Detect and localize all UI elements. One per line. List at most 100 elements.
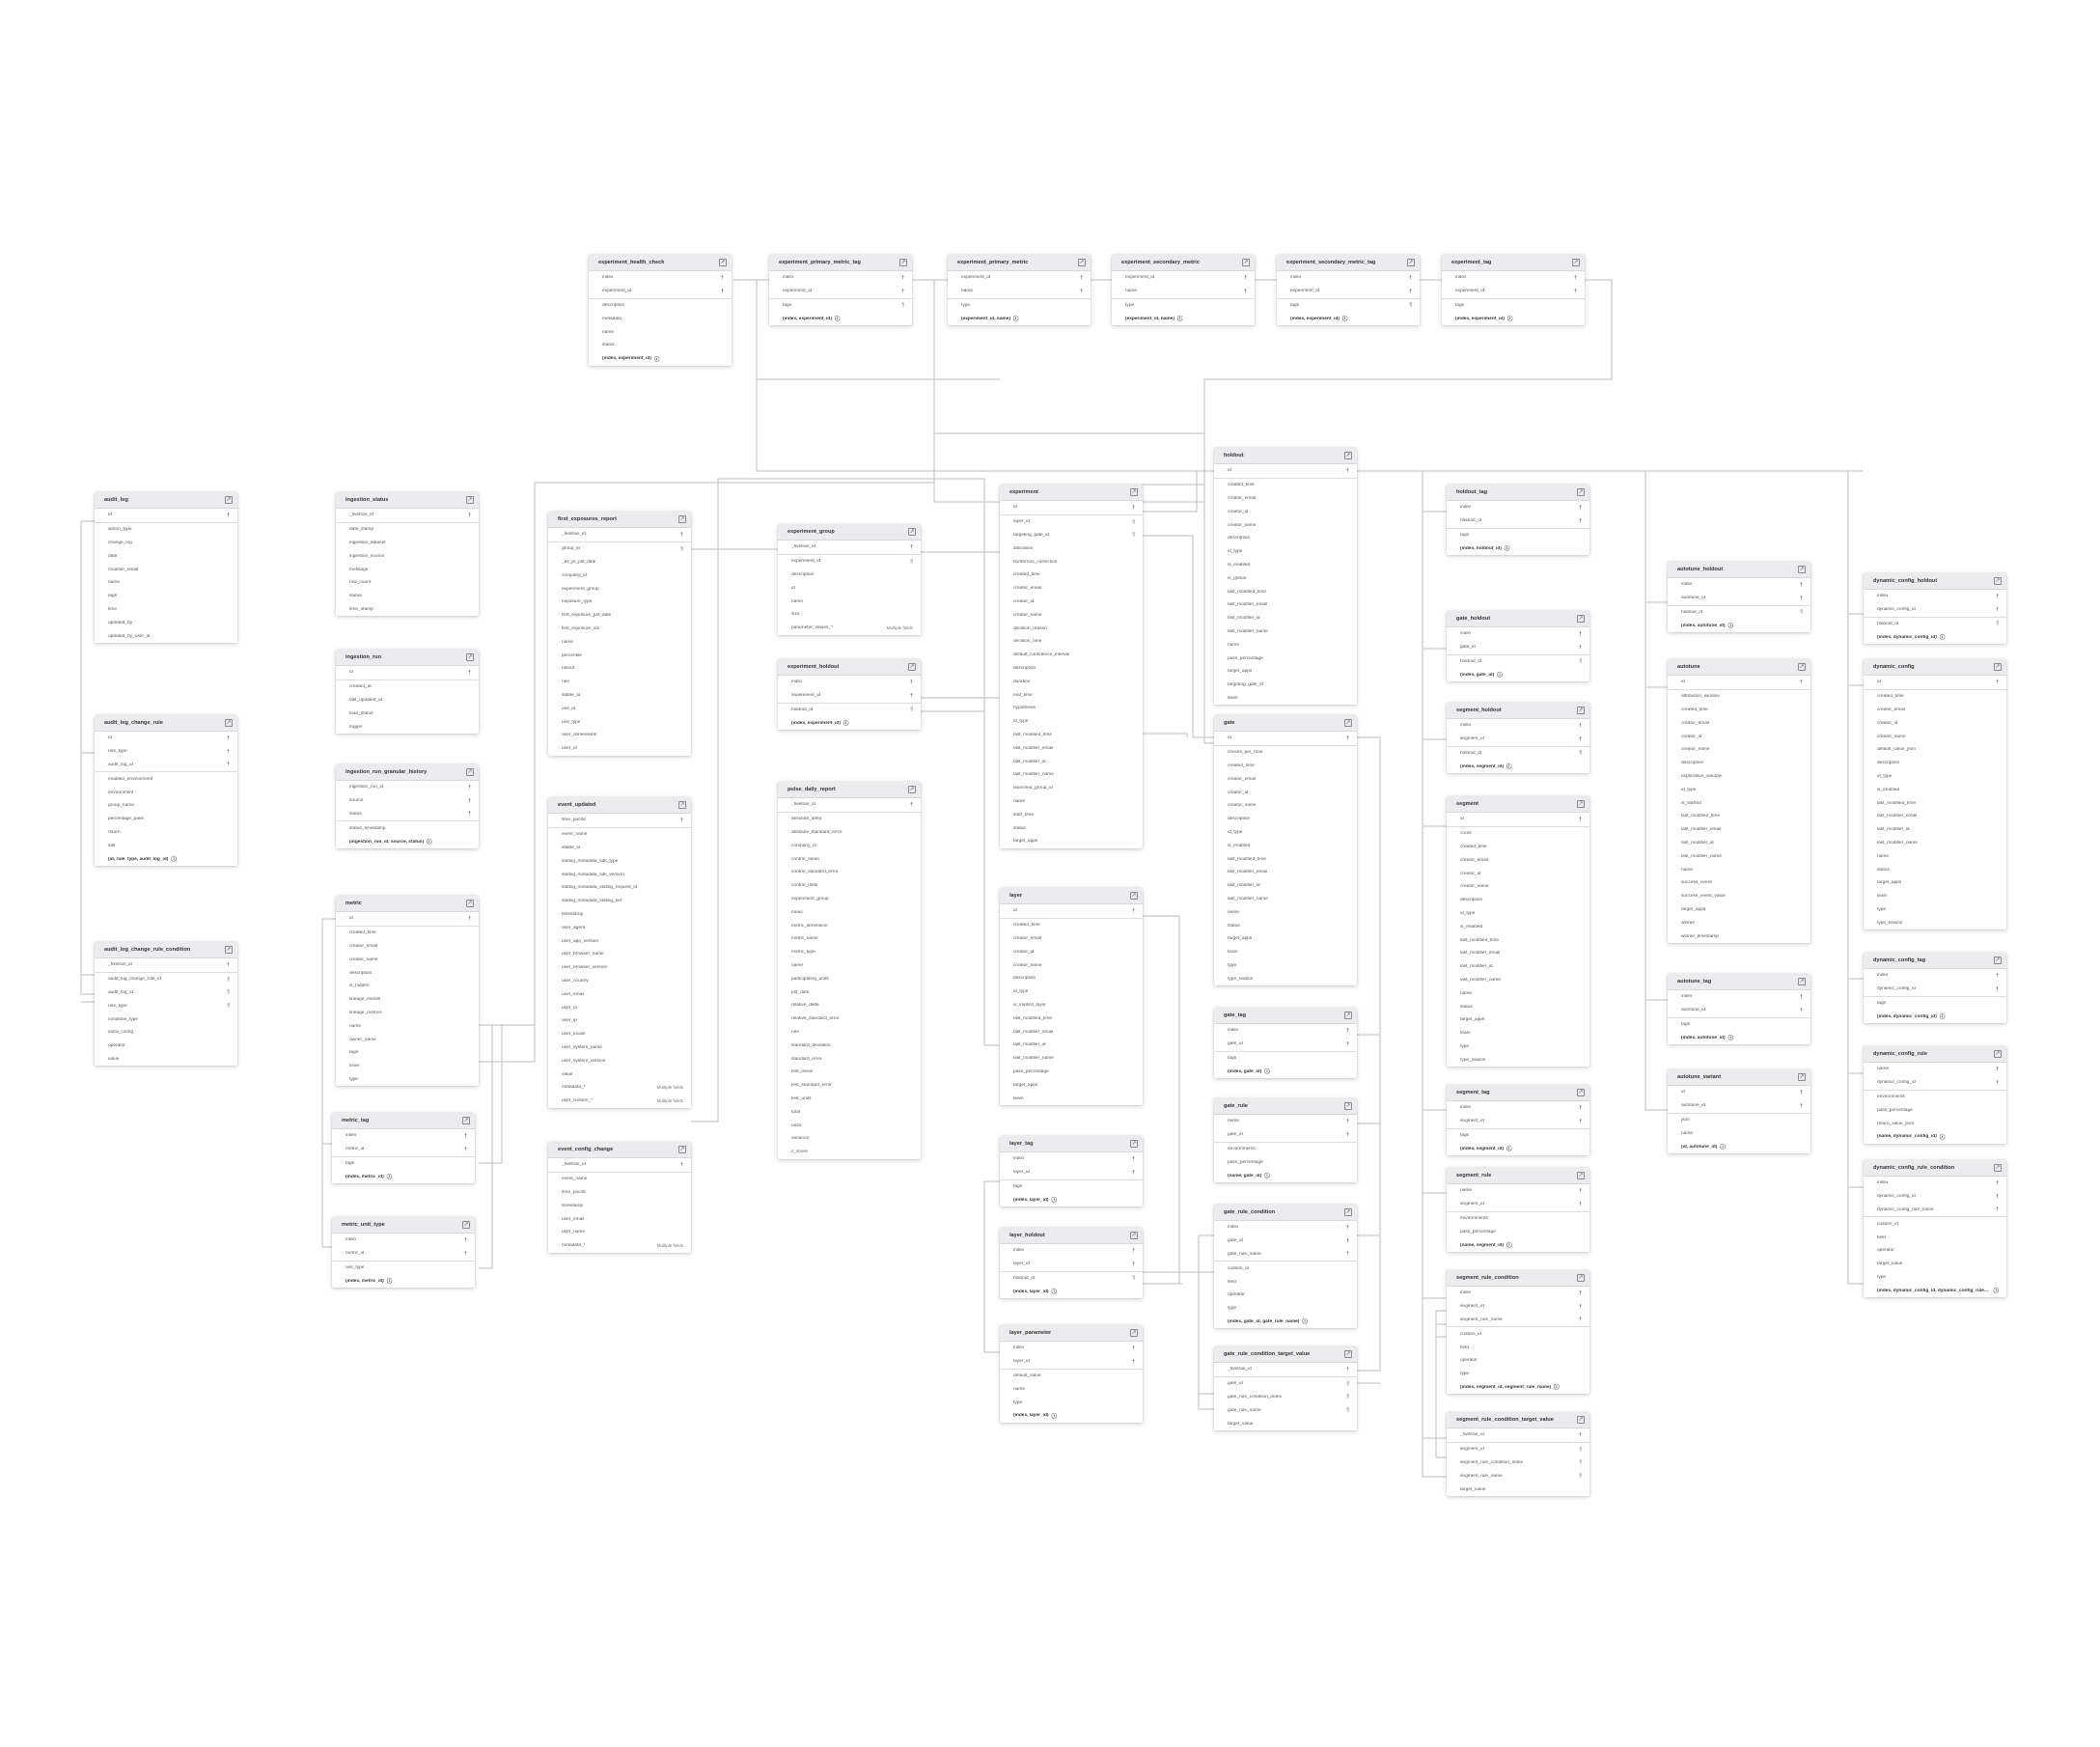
table-header[interactable]: gate_rule_condition↗ bbox=[1214, 1205, 1357, 1221]
table-layer-parameter[interactable]: layer_parameter↗index†layer_id†default_v… bbox=[1000, 1325, 1143, 1423]
table-header[interactable]: layer_holdout↗ bbox=[1000, 1228, 1143, 1244]
expand-icon[interactable]: ↗ bbox=[1344, 1350, 1352, 1358]
table-header[interactable]: experiment_secondary_metric↗ bbox=[1112, 255, 1255, 271]
table-experiment-tag[interactable]: experiment_tag↗index†experiment_id†tags(… bbox=[1442, 255, 1585, 326]
table-header[interactable]: segment_holdout↗ bbox=[1447, 703, 1589, 719]
table-header[interactable]: experiment_primary_metric↗ bbox=[948, 255, 1091, 271]
table-header[interactable]: gate↗ bbox=[1214, 715, 1357, 732]
expand-icon[interactable]: ↗ bbox=[899, 259, 907, 266]
table-header[interactable]: experiment_primary_metric_tag↗ bbox=[769, 255, 912, 271]
table-header[interactable]: audit_log_change_rule↗ bbox=[95, 715, 237, 732]
table-header[interactable]: metric_unit_type↗ bbox=[332, 1217, 475, 1234]
expand-icon[interactable]: ↗ bbox=[719, 259, 727, 266]
table-header[interactable]: gate_tag↗ bbox=[1214, 1008, 1357, 1024]
table-header[interactable]: dynamic_config↗ bbox=[1864, 659, 2006, 676]
expand-icon[interactable]: ↗ bbox=[1130, 488, 1138, 496]
table-header[interactable]: segment_tag↗ bbox=[1447, 1085, 1589, 1101]
table-first-exposures-report[interactable]: first_exposures_report↗_fivetran_id†grou… bbox=[548, 512, 691, 756]
expand-icon[interactable]: ↗ bbox=[1344, 452, 1352, 459]
table-audit-log-change-rule-condition[interactable]: audit_log_change_rule_condition↗_fivetra… bbox=[95, 942, 237, 1067]
table-header[interactable]: experiment_group↗ bbox=[778, 524, 921, 541]
table-header[interactable]: dynamic_config_tag↗ bbox=[1864, 953, 2006, 969]
expand-icon[interactable]: ↗ bbox=[1798, 663, 1806, 671]
expand-icon[interactable]: ↗ bbox=[908, 663, 916, 671]
expand-icon[interactable]: ↗ bbox=[1344, 1102, 1352, 1110]
expand-icon[interactable]: ↗ bbox=[1130, 1140, 1138, 1148]
table-segment-rule[interactable]: segment_rule↗name†segment_id†environment… bbox=[1447, 1168, 1589, 1252]
expand-icon[interactable]: ↗ bbox=[466, 900, 474, 907]
table-experiment-health-check[interactable]: experiment_health_check↗index†experiment… bbox=[589, 255, 732, 366]
table-header[interactable]: experiment_health_check↗ bbox=[589, 255, 732, 271]
expand-icon[interactable]: ↗ bbox=[1078, 259, 1086, 266]
expand-icon[interactable]: ↗ bbox=[1344, 719, 1352, 727]
table-experiment-group[interactable]: experiment_group↗_fivetran_id†experiment… bbox=[778, 524, 921, 635]
table-header[interactable]: gate_rule_condition_target_value↗ bbox=[1214, 1346, 1357, 1363]
table-header[interactable]: layer_parameter↗ bbox=[1000, 1325, 1143, 1342]
table-metric-tag[interactable]: metric_tag↗index†metric_id†tags(index, m… bbox=[332, 1113, 475, 1184]
expand-icon[interactable]: ↗ bbox=[1572, 259, 1580, 266]
expand-icon[interactable]: ↗ bbox=[1577, 800, 1585, 808]
table-header[interactable]: experiment_holdout↗ bbox=[778, 659, 921, 676]
table-header[interactable]: pulse_daily_report↗ bbox=[778, 782, 921, 798]
expand-icon[interactable]: ↗ bbox=[466, 653, 474, 661]
table-pulse-daily-report[interactable]: pulse_daily_report↗_fivetran_id†absolute… bbox=[778, 782, 921, 1159]
table-header[interactable]: ingestion_run↗ bbox=[336, 650, 479, 666]
expand-icon[interactable]: ↗ bbox=[1994, 1050, 2002, 1058]
table-header[interactable]: ingestion_run_granular_history↗ bbox=[336, 764, 479, 781]
expand-icon[interactable]: ↗ bbox=[1577, 707, 1585, 714]
table-gate-holdout[interactable]: gate_holdout↗index†gate_id†holdout_id§(i… bbox=[1447, 611, 1589, 682]
expand-icon[interactable]: ↗ bbox=[1994, 957, 2002, 964]
expand-icon[interactable]: ↗ bbox=[1344, 1208, 1352, 1216]
expand-icon[interactable]: ↗ bbox=[1344, 1012, 1352, 1019]
table-header[interactable]: first_exposures_report↗ bbox=[548, 512, 691, 528]
table-header[interactable]: metric_tag↗ bbox=[332, 1113, 475, 1129]
table-header[interactable]: autotune↗ bbox=[1668, 659, 1810, 676]
table-header[interactable]: segment_rule↗ bbox=[1447, 1168, 1589, 1184]
expand-icon[interactable]: ↗ bbox=[1798, 1073, 1806, 1081]
table-dynamic-config-rule-condition[interactable]: dynamic_config_rule_condition↗index†dyna… bbox=[1864, 1160, 2006, 1298]
table-header[interactable]: dynamic_config_rule_condition↗ bbox=[1864, 1160, 2006, 1177]
table-audit-log-change-rule[interactable]: audit_log_change_rule↗id†rule_type†audit… bbox=[95, 715, 237, 866]
table-header[interactable]: audit_log_change_rule_condition↗ bbox=[95, 942, 237, 958]
table-header[interactable]: segment_rule_condition↗ bbox=[1447, 1270, 1589, 1287]
table-segment-rule-condition-target-value[interactable]: segment_rule_condition_target_value↗_fiv… bbox=[1447, 1412, 1589, 1496]
expand-icon[interactable]: ↗ bbox=[1994, 1164, 2002, 1172]
table-header[interactable]: dynamic_config_holdout↗ bbox=[1864, 573, 2006, 590]
table-autotune-tag[interactable]: autotune_tag↗index†autotune_id†tags(inde… bbox=[1668, 974, 1810, 1045]
expand-icon[interactable]: ↗ bbox=[678, 515, 686, 523]
expand-icon[interactable]: ↗ bbox=[1577, 615, 1585, 623]
expand-icon[interactable]: ↗ bbox=[678, 1146, 686, 1153]
table-gate-rule-condition[interactable]: gate_rule_condition↗index†gate_id†gate_r… bbox=[1214, 1205, 1357, 1329]
expand-icon[interactable]: ↗ bbox=[1577, 1274, 1585, 1282]
table-header[interactable]: event_config_change↗ bbox=[548, 1142, 691, 1158]
table-header[interactable]: event_updated↗ bbox=[548, 797, 691, 814]
expand-icon[interactable]: ↗ bbox=[1577, 1416, 1585, 1424]
table-experiment-primary-metric-tag[interactable]: experiment_primary_metric_tag↗index†expe… bbox=[769, 255, 912, 326]
table-header[interactable]: experiment↗ bbox=[1000, 485, 1143, 501]
table-header[interactable]: autotune_variant↗ bbox=[1668, 1069, 1810, 1086]
table-header[interactable]: experiment_secondary_metric_tag↗ bbox=[1277, 255, 1420, 271]
table-header[interactable]: holdout_tag↗ bbox=[1447, 485, 1589, 501]
expand-icon[interactable]: ↗ bbox=[225, 719, 233, 727]
expand-icon[interactable]: ↗ bbox=[1798, 566, 1806, 573]
table-gate-tag[interactable]: gate_tag↗index†gate_id†tags(index, gate_… bbox=[1214, 1008, 1357, 1079]
table-header[interactable]: metric↗ bbox=[336, 896, 479, 912]
table-autotune-holdout[interactable]: autotune_holdout↗index†autotune_id†holdo… bbox=[1668, 562, 1810, 633]
expand-icon[interactable]: ↗ bbox=[1798, 978, 1806, 985]
table-header[interactable]: layer_tag↗ bbox=[1000, 1136, 1143, 1152]
table-experiment-primary-metric[interactable]: experiment_primary_metric↗experiment_id†… bbox=[948, 255, 1091, 326]
expand-icon[interactable]: ↗ bbox=[1130, 1329, 1138, 1337]
expand-icon[interactable]: ↗ bbox=[1130, 1232, 1138, 1239]
table-layer-holdout[interactable]: layer_holdout↗index†layer_id†holdout_id§… bbox=[1000, 1228, 1143, 1299]
expand-icon[interactable]: ↗ bbox=[462, 1221, 470, 1229]
expand-icon[interactable]: ↗ bbox=[225, 496, 233, 504]
expand-icon[interactable]: ↗ bbox=[1407, 259, 1415, 266]
table-ingestion-run-granular-history[interactable]: ingestion_run_granular_history↗ingestion… bbox=[336, 764, 479, 848]
